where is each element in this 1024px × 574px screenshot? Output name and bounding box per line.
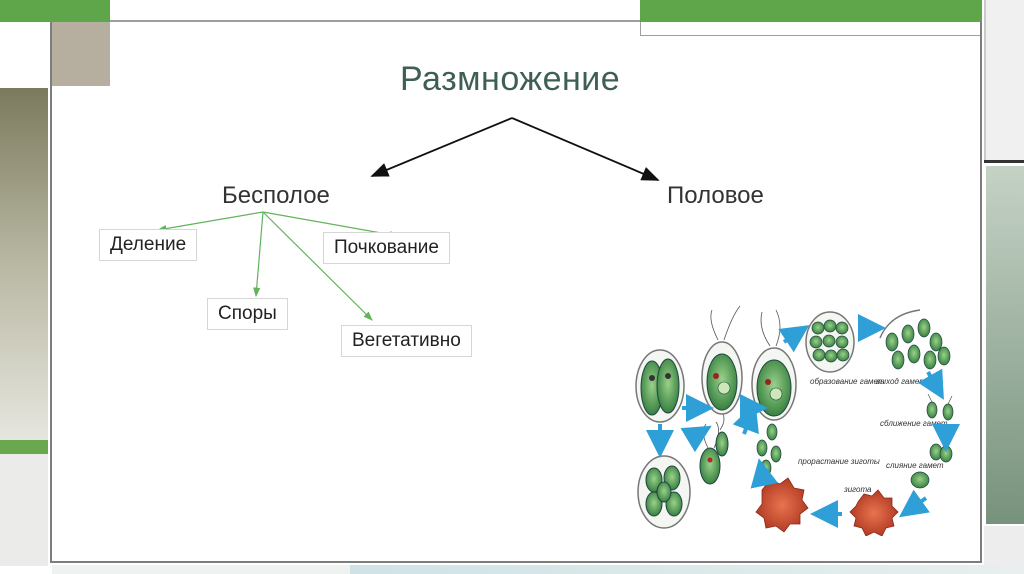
- left-bottom-gray: [0, 454, 48, 566]
- caption-gamete-exit: выход гамет: [876, 377, 926, 386]
- vegetative-cell-2: [751, 309, 797, 421]
- caption-gamete-formation: образование гамет: [810, 377, 885, 386]
- branch-sexual: Половое: [667, 182, 764, 209]
- left-beige-square: [52, 22, 110, 86]
- gamete-approach: [926, 393, 954, 421]
- caption-gamete-approach: сближение гамет: [880, 419, 948, 428]
- top-left-green-bar: [0, 0, 110, 22]
- bottom-strip: [350, 565, 1024, 574]
- diagram-title: Размножение: [400, 60, 621, 98]
- right-green-gradient: [986, 166, 1024, 524]
- left-gradient-bar: [0, 88, 48, 440]
- arrow-to-vegetative: [262, 211, 373, 321]
- cycle-arrows: [646, 314, 960, 528]
- asexual-type-budding: Почкование: [323, 232, 450, 264]
- gamete-formation-cell: [805, 311, 855, 373]
- gamete-exit: [879, 309, 951, 370]
- content-frame-right: [980, 22, 982, 563]
- life-cycle-illustration: образование гамет выход гамет сближение …: [635, 305, 960, 536]
- arrow-to-spores: [253, 211, 264, 298]
- caption-zygote: зигота: [843, 485, 872, 494]
- right-dark-line: [984, 160, 1024, 163]
- top-right-green-bar: [640, 0, 982, 22]
- bottom-left-strip: [52, 565, 350, 574]
- arrow-to-sexual: [511, 117, 660, 181]
- caption-gamete-fusion: слияние гамет: [886, 461, 944, 470]
- content-frame-bottom: [50, 561, 982, 563]
- arrow-to-division: [156, 211, 264, 233]
- vegetative-cell-1: [701, 305, 743, 415]
- branch-asexual: Бесполое: [222, 182, 330, 209]
- zoospore-sporangium: [637, 455, 691, 529]
- asexual-type-spores: Споры: [207, 298, 288, 330]
- asexual-type-vegetative: Вегетативно: [341, 325, 472, 357]
- free-zoospores: [699, 409, 729, 485]
- left-green-stripe: [0, 440, 48, 454]
- asexual-type-division: Деление: [99, 229, 198, 261]
- top-line: [110, 20, 640, 22]
- arrow-to-asexual: [370, 117, 513, 177]
- zygote-germination: [755, 423, 809, 533]
- content-frame-left: [50, 22, 52, 562]
- zygote: [849, 489, 899, 536]
- caption-zygote-germination: прорастание зиготы: [798, 457, 880, 466]
- right-top-gray: [984, 0, 1024, 160]
- mother-cell: [635, 349, 685, 423]
